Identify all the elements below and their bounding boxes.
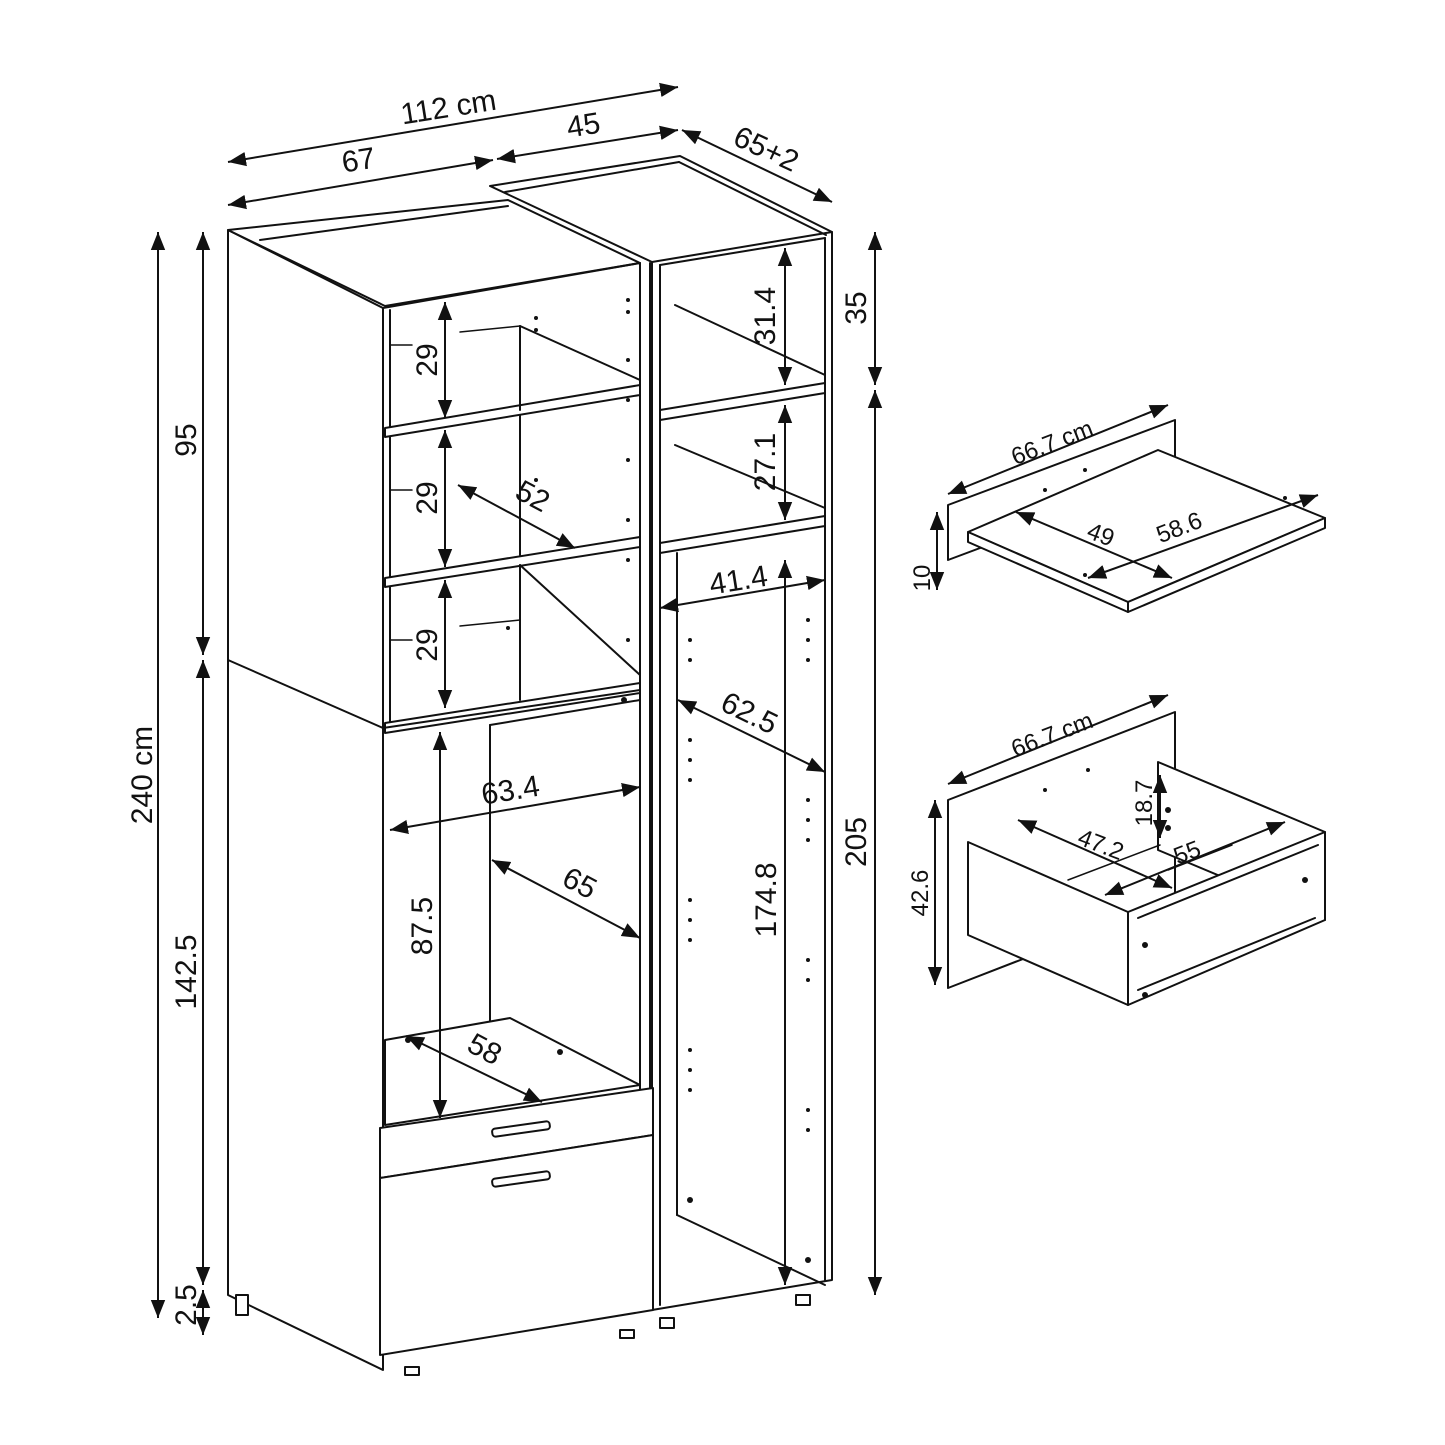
label-right-inner-width: 41.4	[707, 560, 770, 602]
label-plinth: 2.5	[170, 1284, 203, 1326]
left-side-panel	[227, 229, 384, 1371]
label-drawer-front-height: 42.6	[907, 870, 934, 917]
label-niche-depth: 65	[557, 861, 602, 906]
large-drawer	[379, 1134, 654, 1356]
label-total-width: 112 cm	[398, 84, 498, 132]
label-drawer-inner-height: 18.7	[1131, 780, 1158, 827]
wardrobe-drawing	[227, 155, 833, 1376]
label-shelf-gap-2: 29	[411, 481, 444, 514]
label-lower-height: 142.5	[170, 934, 203, 1009]
label-right-shelf-gap-2: 27.1	[749, 433, 782, 491]
drawer-handle-icon	[491, 1120, 551, 1138]
label-shelf-depth-left: 52	[510, 474, 555, 519]
label-total-height: 240 cm	[126, 726, 159, 824]
label-shelf-gap-3: 29	[411, 628, 444, 661]
label-right-width: 45	[564, 107, 602, 145]
label-left-width: 67	[339, 142, 377, 180]
pullout-shelf-detail: 66.7 cm 49 58.6 10	[909, 404, 1326, 613]
drawer-detail: 66.7 cm 47.2 55 18.7 42.6	[907, 694, 1326, 1006]
label-right-inner-height: 174.8	[750, 862, 783, 937]
label-upper-height: 95	[170, 423, 203, 456]
dimension-lines	[150, 82, 883, 1335]
label-right-inner-depth: 62.5	[716, 686, 783, 741]
label-right-shelf-gap-1: 31.4	[749, 287, 782, 345]
label-right-top-section: 35	[840, 291, 873, 324]
label-niche-height: 87.5	[406, 897, 439, 955]
drawer-handle-icon	[491, 1170, 551, 1188]
label-right-lower-section: 205	[840, 817, 873, 867]
label-pullout-height: 10	[909, 565, 936, 592]
label-shelf-gap-1: 29	[411, 343, 444, 376]
